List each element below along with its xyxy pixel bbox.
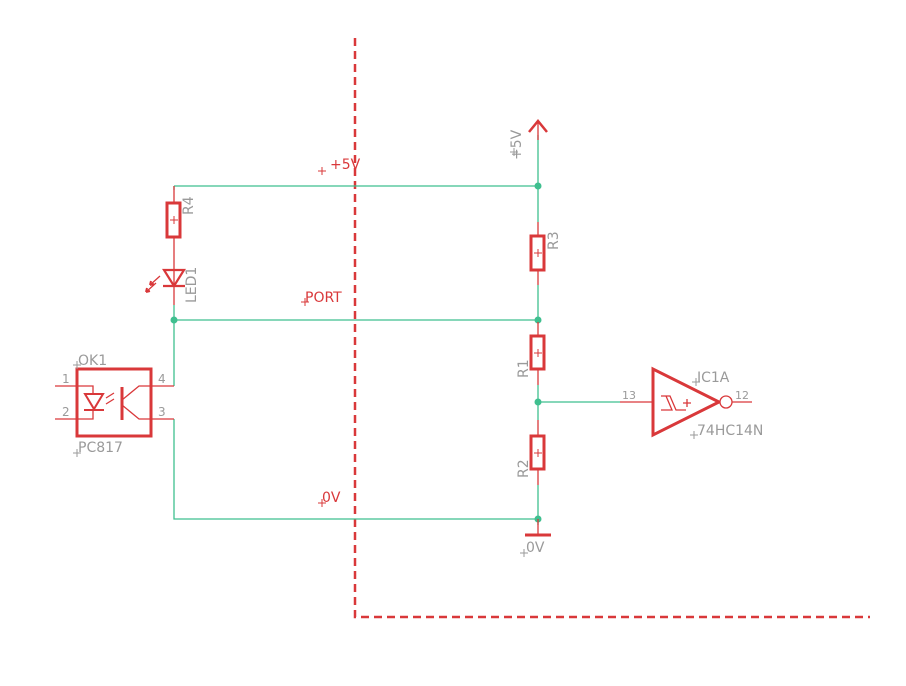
- led-led1[interactable]: [145, 262, 186, 305]
- net-mid[interactable]: [537, 385, 620, 420]
- label-74hc14n: 74HC14N: [697, 423, 763, 439]
- label-r1: R1: [516, 359, 532, 378]
- sheet-frame: [353, 38, 870, 619]
- junction: [534, 316, 542, 324]
- pin-4-label: 4: [158, 372, 166, 386]
- pin-2-label: 2: [62, 405, 70, 419]
- label-ic1a: IC1A: [697, 370, 730, 386]
- pin-3-label: 3: [158, 405, 166, 419]
- net-label-port: PORT: [305, 290, 342, 306]
- resistor-r1[interactable]: [529, 322, 546, 385]
- net-label-gnd: 0V: [322, 490, 341, 506]
- label-r2: R2: [516, 459, 532, 478]
- pin-12-label: 12: [735, 389, 749, 402]
- pin-1-label: 1: [62, 372, 70, 386]
- junction: [170, 316, 178, 324]
- label-ok1: OK1: [78, 353, 107, 369]
- resistor-r2[interactable]: [529, 420, 546, 485]
- supply-vcc-symbol[interactable]: [528, 119, 548, 140]
- supply-vcc-label: +5V: [509, 129, 525, 160]
- junction: [534, 182, 542, 190]
- net-label-vcc: +5V: [330, 157, 361, 173]
- resistor-r4[interactable]: [165, 186, 182, 262]
- junction: [534, 398, 542, 406]
- label-pc817: PC817: [78, 440, 123, 456]
- label-r3: R3: [546, 231, 562, 250]
- resistor-r3[interactable]: [529, 222, 546, 285]
- pin-13-label: 13: [622, 389, 636, 402]
- supply-gnd-label: 0V: [526, 540, 545, 556]
- optocoupler-ok1[interactable]: [55, 367, 174, 438]
- label-led1: LED1: [184, 267, 200, 303]
- supply-gnd-symbol[interactable]: [525, 519, 551, 537]
- label-r4: R4: [181, 196, 197, 215]
- inverter-ic1a[interactable]: [620, 366, 752, 438]
